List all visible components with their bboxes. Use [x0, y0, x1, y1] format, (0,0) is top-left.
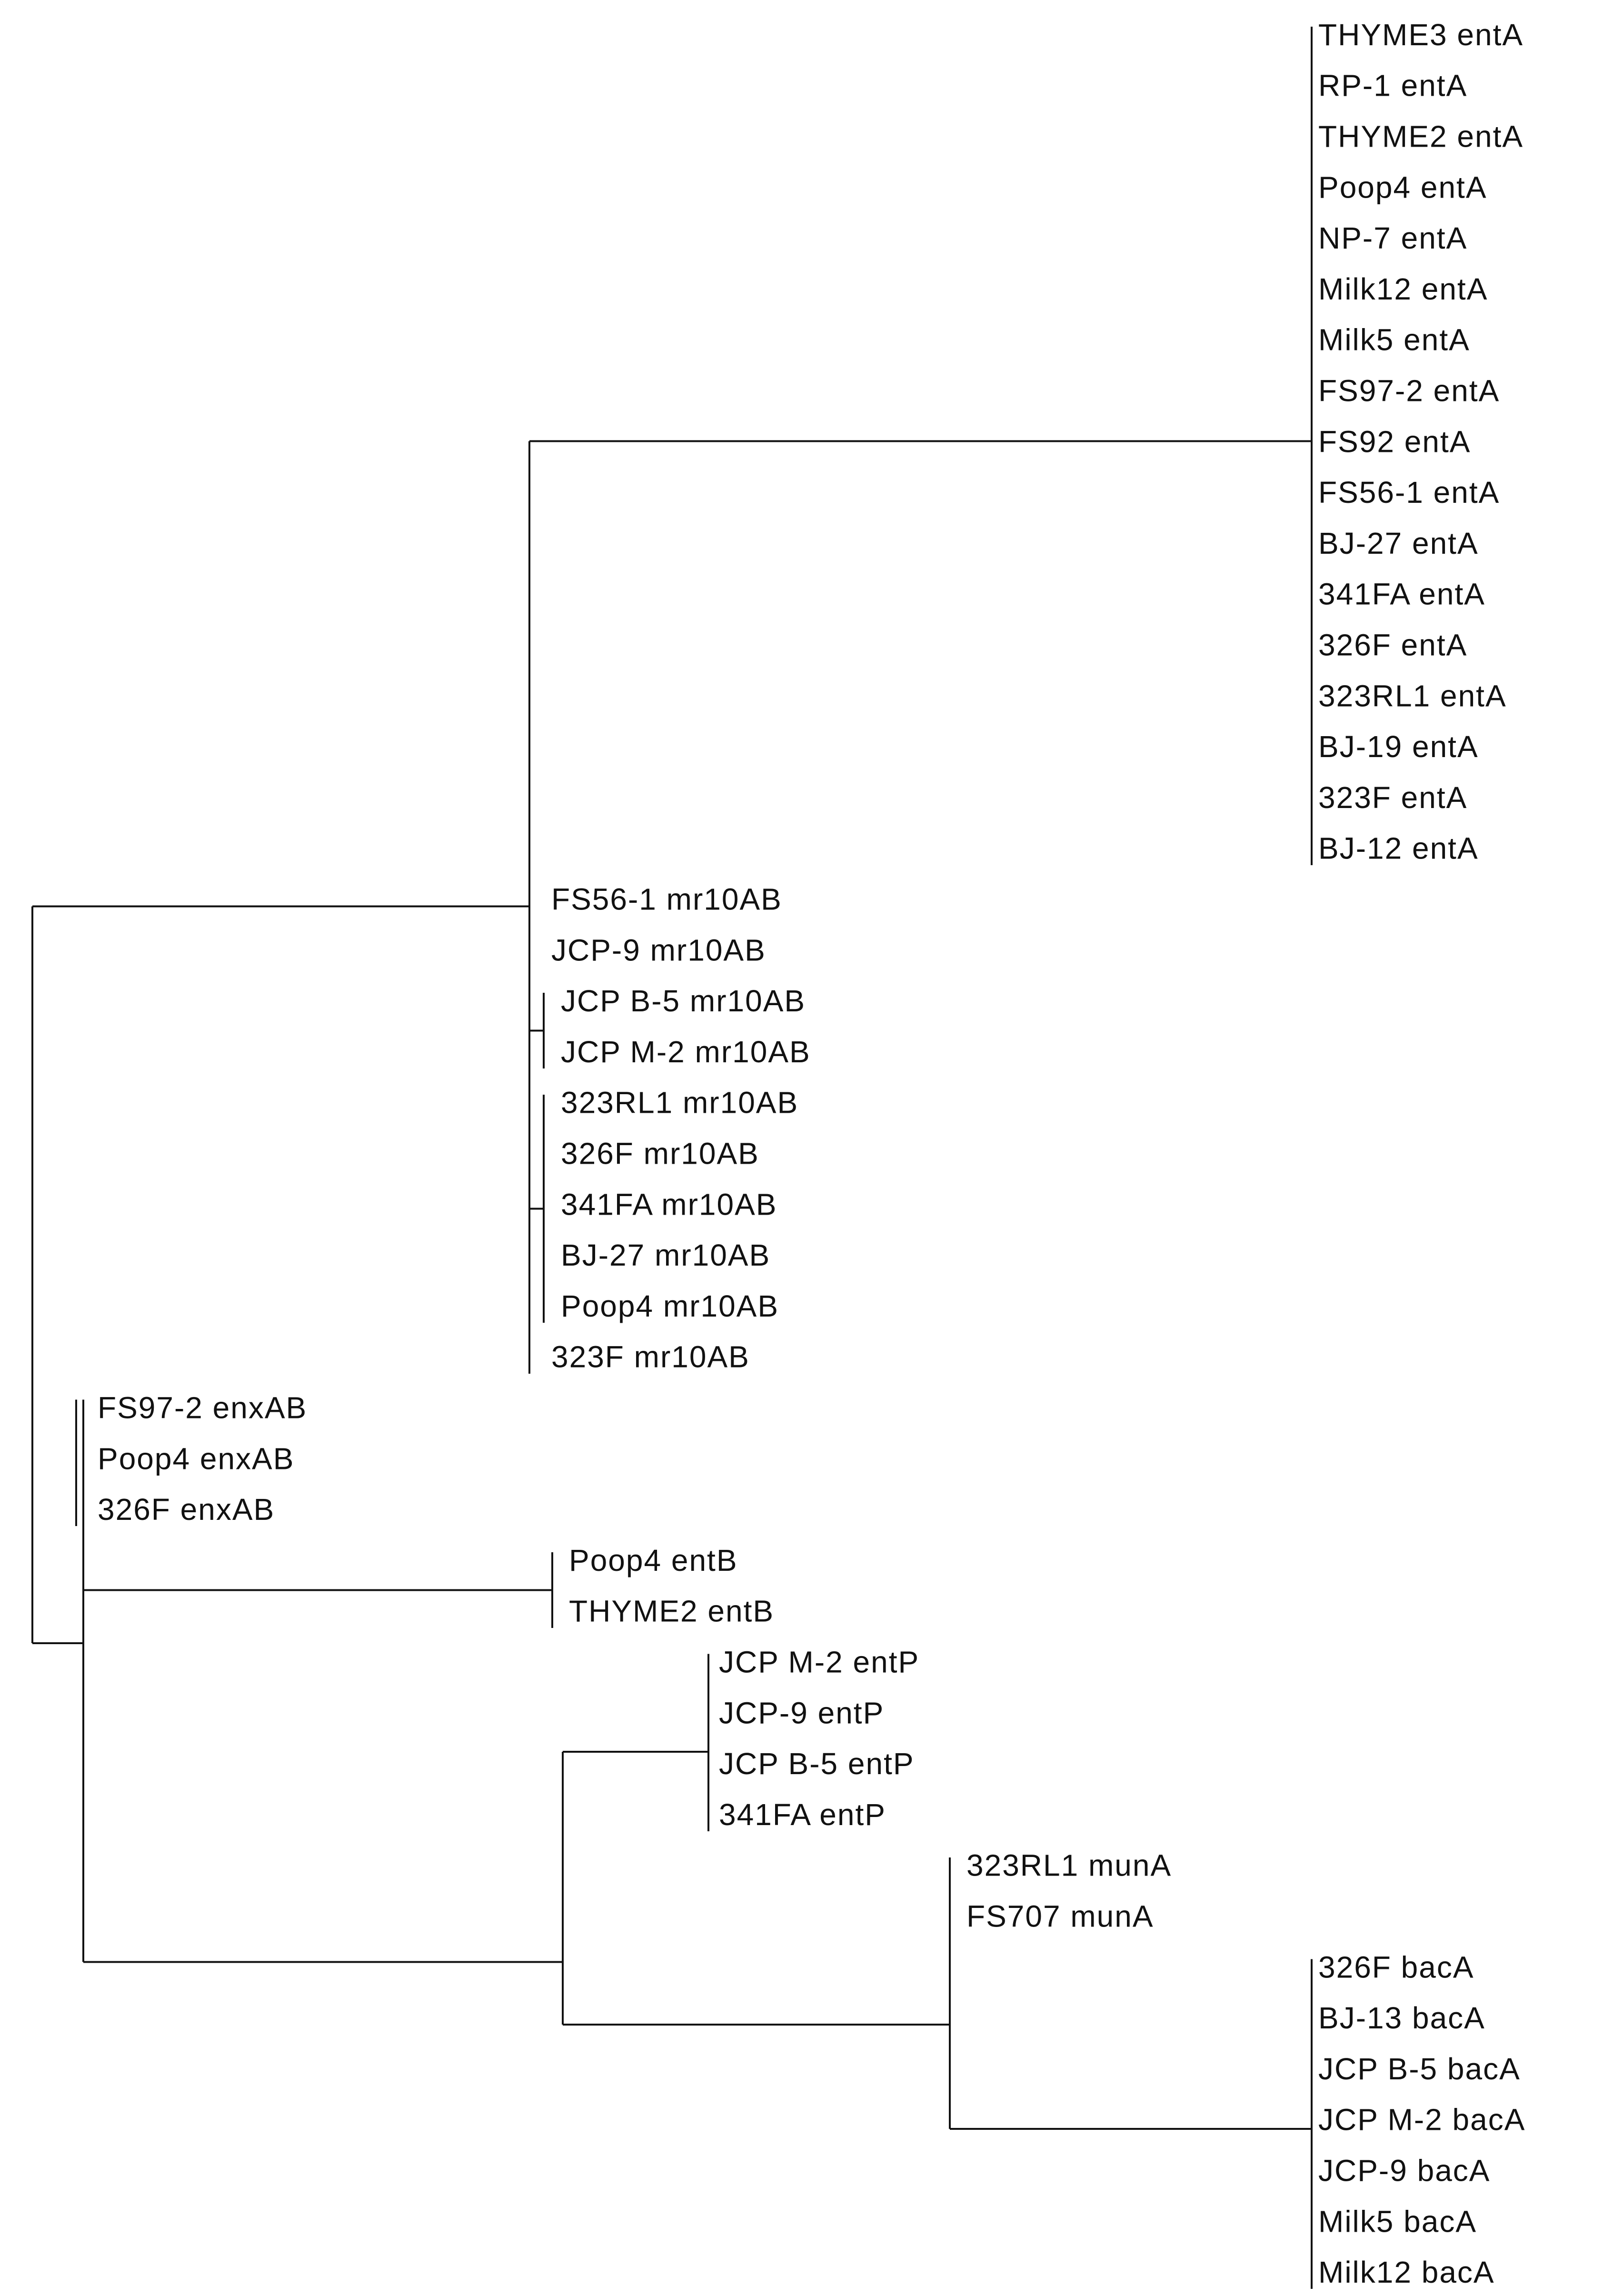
leaf-label: BJ-27 mr10AB — [561, 1238, 770, 1272]
leaf-label: 326F enxAB — [98, 1492, 275, 1527]
leaf-label: 326F entA — [1318, 628, 1467, 662]
leaf-label: 323RL1 entA — [1318, 679, 1507, 713]
leaf-label: JCP M-2 entP — [719, 1645, 919, 1679]
leaf-label: THYME2 entB — [569, 1594, 774, 1628]
leaf-label: JCP M-2 mr10AB — [561, 1035, 811, 1069]
leaf-label: FS707 munA — [966, 1899, 1154, 1934]
leaf-label: 323RL1 munA — [966, 1848, 1172, 1883]
leaf-label: Poop4 entB — [569, 1543, 738, 1577]
leaf-label: 341FA entA — [1318, 577, 1485, 611]
tree-branches — [31, 27, 1313, 2289]
leaf-label: JCP-9 mr10AB — [551, 933, 766, 967]
leaf-label: BJ-12 entA — [1318, 831, 1479, 866]
leaf-label: THYME3 entA — [1318, 18, 1523, 52]
leaf-label: JCP B-5 entP — [719, 1747, 915, 1781]
leaf-label: 323RL1 mr10AB — [561, 1086, 798, 1120]
leaf-label: JCP B-5 bacA — [1318, 2052, 1521, 2086]
leaf-label: BJ-27 entA — [1318, 526, 1479, 560]
leaf-label: NP-7 entA — [1318, 221, 1467, 255]
leaf-label: JCP M-2 bacA — [1318, 2103, 1525, 2137]
leaf-label: Milk5 bacA — [1318, 2204, 1477, 2238]
leaf-label: Poop4 enxAB — [98, 1441, 294, 1476]
leaf-label: THYME2 entA — [1318, 120, 1523, 154]
leaf-label: Poop4 mr10AB — [561, 1289, 779, 1323]
leaf-label: 341FA entP — [719, 1797, 886, 1832]
leaf-label: 323F entA — [1318, 780, 1467, 815]
leaf-label: JCP-9 entP — [719, 1696, 884, 1730]
leaf-label: JCP-9 bacA — [1318, 2154, 1490, 2188]
leaf-label: Milk5 entA — [1318, 323, 1470, 357]
leaf-label: FS97-2 entA — [1318, 374, 1500, 408]
leaf-label: JCP B-5 mr10AB — [561, 984, 806, 1018]
leaf-label: FS92 entA — [1318, 424, 1471, 459]
leaf-label: Milk12 bacA — [1318, 2255, 1495, 2289]
tree-leaf-labels: THYME3 entA RP-1 entA THYME2 entA Poop4 ent… — [98, 18, 1525, 2289]
leaf-label: 326F mr10AB — [561, 1137, 759, 1171]
leaf-label: Poop4 entA — [1318, 170, 1487, 204]
leaf-label: FS56-1 mr10AB — [551, 882, 782, 917]
leaf-label: RP-1 entA — [1318, 69, 1467, 103]
leaf-label: FS56-1 entA — [1318, 475, 1500, 509]
leaf-label: 341FA mr10AB — [561, 1187, 777, 1221]
leaf-label: BJ-19 entA — [1318, 729, 1479, 764]
leaf-label: Milk12 entA — [1318, 272, 1488, 306]
leaf-label: 326F bacA — [1318, 1950, 1474, 1984]
leaf-label: 323F mr10AB — [551, 1340, 750, 1374]
leaf-label: BJ-13 bacA — [1318, 2001, 1485, 2035]
leaf-label: FS97-2 enxAB — [98, 1391, 307, 1425]
